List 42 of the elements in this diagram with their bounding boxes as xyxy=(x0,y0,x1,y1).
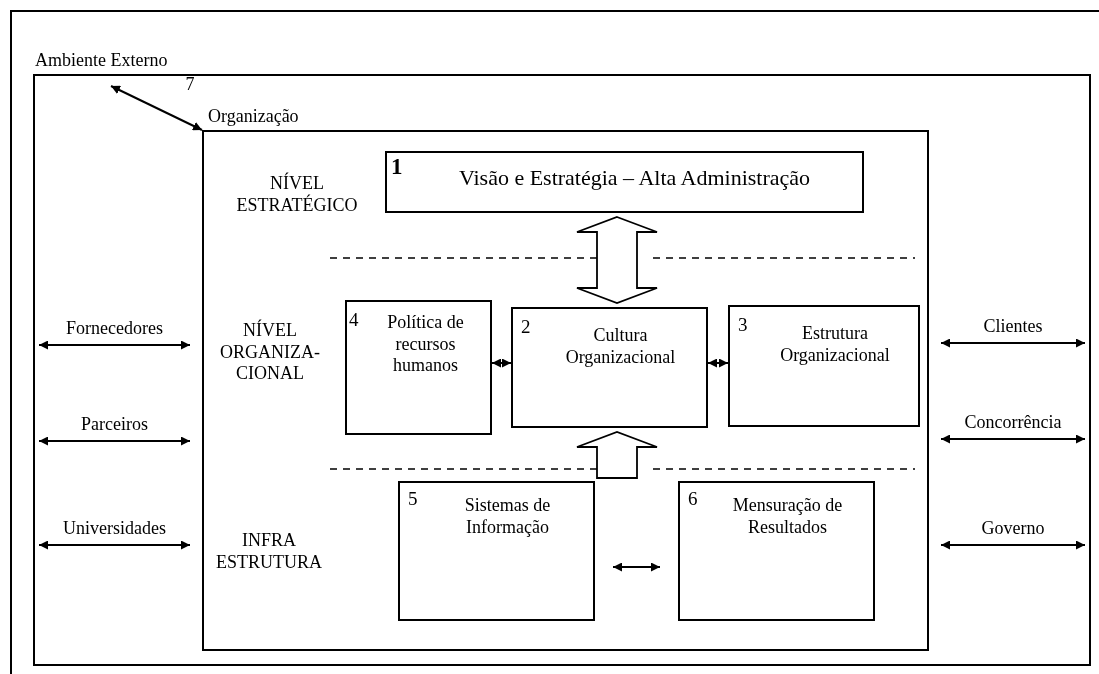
box-text: Estrutura Organizacional xyxy=(779,323,891,367)
box-text: Sistemas de Informação xyxy=(463,495,552,539)
box-number: 6 xyxy=(688,489,698,508)
block-arrow xyxy=(576,431,658,479)
arrow xyxy=(707,358,729,368)
edge-label: Universidades xyxy=(63,518,166,539)
box-number: 3 xyxy=(738,315,748,334)
frame-heading: Ambiente Externo xyxy=(35,50,168,71)
arrow xyxy=(110,85,203,131)
process-box xyxy=(678,481,875,621)
edge-label: Concorrência xyxy=(964,412,1062,433)
box-text: Mensuração de Resultados xyxy=(731,495,844,539)
arrow xyxy=(940,540,1086,550)
process-box xyxy=(511,307,708,428)
process-box xyxy=(385,151,864,213)
edge-label: Governo xyxy=(981,518,1045,539)
process-box xyxy=(398,481,595,621)
edge-label: Parceiros xyxy=(81,414,148,435)
edge-label: 7 xyxy=(185,74,195,95)
block-arrow xyxy=(576,216,658,304)
box-text: Cultura Organizacional xyxy=(564,325,677,369)
arrow xyxy=(38,436,191,446)
arrow xyxy=(940,434,1086,444)
arrow xyxy=(38,340,191,350)
level-label: INFRA ESTRUTURA xyxy=(215,530,323,574)
box-number: 1 xyxy=(391,155,403,178)
arrow xyxy=(612,562,661,572)
level-label: NÍVEL ESTRATÉGICO xyxy=(235,173,359,217)
process-box xyxy=(728,305,920,427)
box-text: Política de recursos humanos xyxy=(386,312,465,377)
frame-heading: Organização xyxy=(208,106,299,127)
process-box xyxy=(345,300,492,435)
box-text: Visão e Estratégia – Alta Administração xyxy=(457,165,812,192)
arrow xyxy=(38,540,191,550)
box-number: 2 xyxy=(521,317,531,336)
arrow xyxy=(491,358,512,368)
arrow xyxy=(940,338,1086,348)
level-label: NÍVEL ORGANIZA- CIONAL xyxy=(219,320,321,385)
box-number: 5 xyxy=(408,489,418,508)
edge-label: Clientes xyxy=(983,316,1043,337)
edge-label: Fornecedores xyxy=(66,318,163,339)
box-number: 4 xyxy=(349,310,359,329)
